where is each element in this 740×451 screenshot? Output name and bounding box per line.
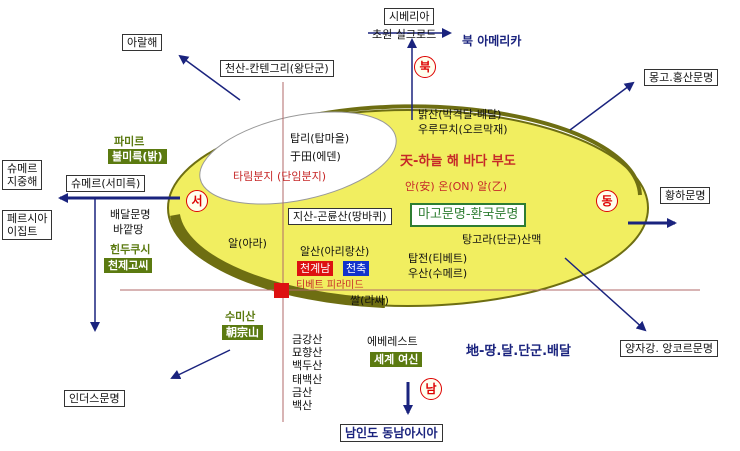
mountain-item: 백두산	[292, 359, 323, 373]
label-silk-road: 초원 실크로드	[372, 28, 437, 41]
label-cheonje-goshi: 천제고씨	[104, 258, 153, 274]
direction-east-badge: 동	[596, 190, 618, 212]
arrow-mongolia	[569, 81, 635, 131]
label-earth-line: 地-땅.달.단군.배달	[466, 344, 571, 359]
direction-north-badge: 북	[414, 56, 436, 78]
label-cheonchuk: 천축	[343, 261, 370, 277]
label-alsan: 알산(아리랑산)	[300, 245, 370, 258]
label-an-on-al: 안(安) 온(ON) 알(乙)	[405, 180, 507, 193]
label-mongolia: 몽고.홍산문명	[644, 69, 719, 87]
label-ssal: 쌀(라싸)	[350, 294, 389, 307]
ellipse-rim-northeast	[299, 104, 642, 196]
arrow-aral-sea	[178, 54, 241, 101]
label-tanggola: 탕고라(단군)산맥	[462, 233, 542, 246]
direction-south-badge: 남	[420, 378, 442, 400]
label-persia-egypt: 페르시아 이집트	[2, 210, 53, 241]
ellipse-rim-southwest	[170, 213, 386, 308]
mountain-item: 금산	[292, 385, 313, 399]
mountain-item: 금강산	[292, 333, 323, 346]
label-josongsan: 朝宗山	[222, 325, 263, 341]
label-bakkat-land: 바깥땅	[113, 223, 144, 236]
label-tibet-pyramid: 티베트 피라미드	[296, 280, 364, 291]
mountain-item: 묘향산	[292, 346, 323, 360]
label-world-goddess: 세계 여신	[370, 352, 423, 368]
label-pamir: 파미르	[114, 135, 145, 148]
label-cheonsan: 천산-칸텐그리(왕단군)	[220, 60, 334, 78]
label-tapni: 탑리(탑마을)	[290, 132, 350, 145]
label-tapjeon: 탑전(티베트)	[408, 252, 468, 265]
label-ururmuchi: 우루무치(오르막재)	[418, 123, 508, 136]
label-yangtze: 양자강. 앙코르문명	[620, 340, 718, 358]
label-usan: 우산(수메르)	[408, 267, 468, 280]
label-heaven-line: 天-하늘 해 바다 부도	[400, 154, 516, 169]
label-al: 알(아라)	[228, 237, 267, 250]
label-sumer-seomireuk: 슈메르(서미륵)	[66, 175, 146, 193]
tarim-basin-shape	[199, 111, 397, 205]
direction-west-badge: 서	[186, 190, 208, 212]
label-mago: 마고문명-환국문명	[410, 203, 527, 227]
label-cheongyenam: 천계남	[297, 261, 334, 277]
mountain-item: 백산	[292, 398, 313, 412]
mountain-list: 금강산 묘향산 백두산 태백산 금산 백산	[292, 333, 322, 412]
label-eden: 于田(에덴)	[290, 150, 341, 163]
label-sumisan: 수미산	[225, 310, 256, 323]
label-hindukush: 힌두쿠시	[110, 243, 151, 256]
label-siberia: 시베리아	[384, 8, 435, 26]
label-bulmireuk: 불미륵(밝)	[108, 149, 167, 165]
label-everest: 에베레스트	[367, 335, 418, 348]
center-red-square	[274, 283, 289, 298]
label-baedal-civ: 배달문명	[110, 208, 151, 221]
label-tarim: 타림분지 (단임분지)	[233, 170, 327, 183]
label-indus-civ: 인더스문명	[64, 390, 125, 408]
label-north-america: 북 아메리카	[462, 34, 522, 48]
label-sumer-mediterranean: 슈메르 지중해	[2, 160, 43, 191]
mountain-item: 태백산	[292, 372, 323, 386]
label-jisan: 지산-곤륜산(땅바퀴)	[288, 208, 392, 226]
arrow-yangtze	[564, 257, 647, 332]
label-south-asia: 남인도 동남아시아	[340, 424, 443, 443]
label-yellow-river: 황하문명	[660, 187, 711, 205]
arrow-indus	[170, 349, 231, 380]
label-aral-sea: 아랄해	[122, 34, 163, 52]
label-baksan: 밝산(박격달-배달)	[418, 108, 502, 121]
